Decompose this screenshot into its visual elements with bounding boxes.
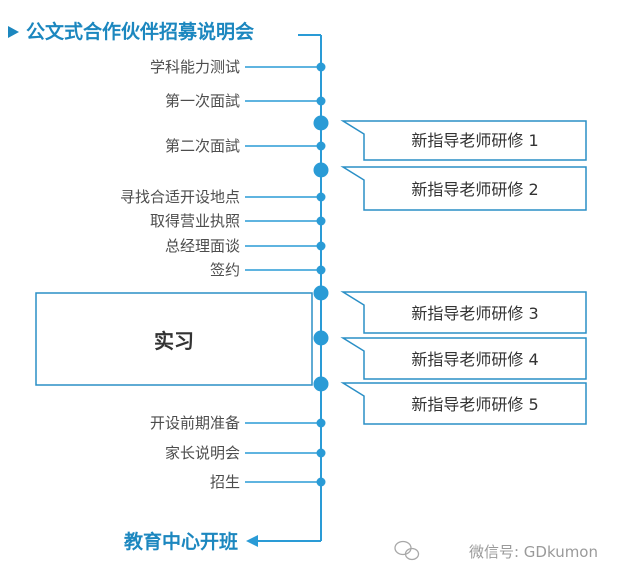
training-dots [313,115,329,392]
step-label: 签约 [209,261,240,279]
training-callouts [340,120,587,425]
training-callout-2 [340,166,587,211]
step-dot [316,265,326,275]
internship-label: 实习 [154,328,194,353]
step-dot [316,418,326,428]
training-dot [313,115,329,131]
end-arrow-icon [246,535,258,547]
training-dot [313,285,329,301]
watermark-text: 微信号: GDkumon [468,543,598,561]
training-callout-4 [340,337,587,380]
title-arrow-icon [8,26,19,38]
training-label: 新指导老师研修 2 [411,180,539,199]
watermark: 微信号: GDkumon [469,541,598,562]
step-dot [316,216,326,226]
step-label: 家长说明会 [164,444,240,462]
training-dot [313,330,329,346]
training-label: 新指导老师研修 4 [411,350,539,369]
step-label: 招生 [209,473,240,491]
training-dot [313,162,329,178]
step-dot [316,448,326,458]
step-label: 取得营业执照 [149,212,240,230]
training-dot [313,376,329,392]
step-label: 第一次面試 [164,92,240,110]
step-label: 寻找合适开设地点 [119,188,240,206]
page-title: 公文式合作伙伴招募说明会 [26,21,255,43]
training-label: 新指导老师研修 5 [411,395,539,414]
step-label: 开设前期准备 [149,414,240,432]
training-label: 新指导老师研修 1 [411,131,539,150]
step-dot [316,141,326,151]
training-label: 新指导老师研修 3 [411,304,539,323]
step-dot [316,192,326,202]
step-label: 第二次面試 [164,137,240,155]
internship-box [35,292,313,386]
training-callout-5 [340,382,587,425]
end-label: 教育中心开班 [123,531,238,553]
training-callout-1 [340,120,587,161]
step-label: 学科能力测试 [149,58,240,76]
step-dot [316,62,326,72]
step-label: 总经理面谈 [164,237,240,255]
step-connectors [245,66,321,483]
step-dot [316,477,326,487]
training-callout-3 [340,291,587,334]
step-dots [316,62,326,487]
wechat-icon [394,540,420,561]
step-dot [316,241,326,251]
step-dot [316,96,326,106]
